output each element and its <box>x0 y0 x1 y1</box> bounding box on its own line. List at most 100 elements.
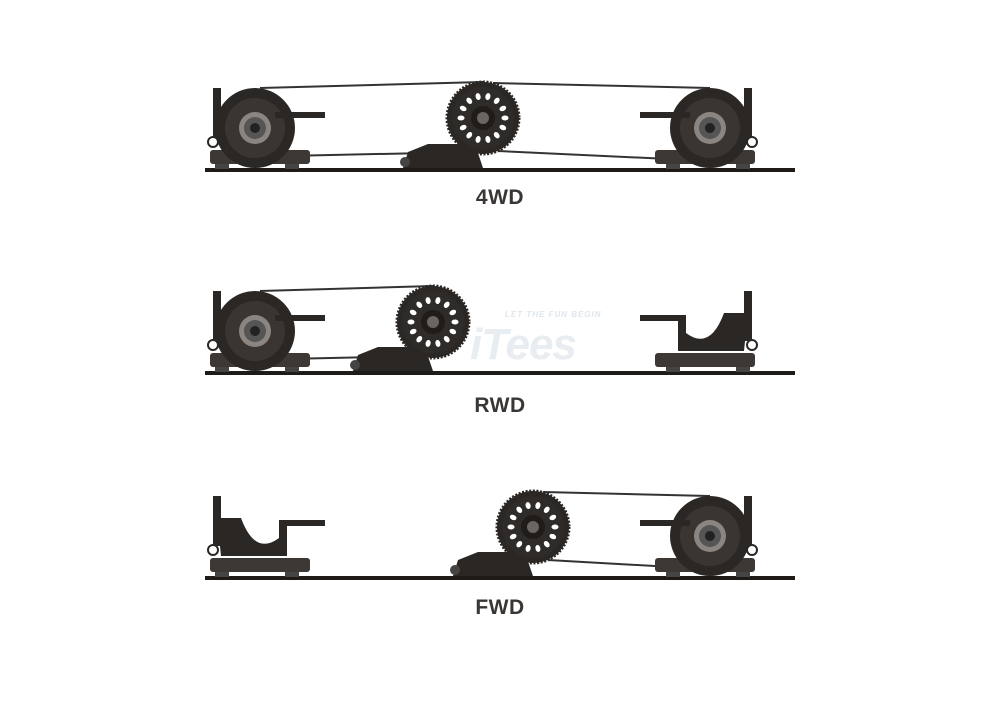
gear-hole <box>499 105 507 112</box>
gear-hole <box>425 339 431 347</box>
label-rwd: RWD <box>474 394 526 417</box>
empty-bulkhead <box>217 518 325 556</box>
gear-hole <box>493 132 500 139</box>
gear-hole <box>499 124 507 131</box>
gear-hole <box>535 544 541 552</box>
arm <box>640 520 690 526</box>
gear-hole <box>501 115 509 121</box>
gear-hole <box>449 328 457 335</box>
mount-bushing <box>450 565 460 575</box>
gear-hole <box>485 135 491 143</box>
chassis-plate <box>205 371 795 375</box>
gear-hole <box>407 319 415 325</box>
skid-foot <box>285 164 299 169</box>
hook-icon <box>207 544 219 556</box>
skid-foot <box>285 572 299 577</box>
arm <box>640 112 690 118</box>
gear-hole <box>416 301 423 308</box>
front-bulkhead <box>640 291 758 372</box>
front-bulkhead <box>640 88 758 169</box>
gear-hole <box>435 297 441 305</box>
front-belt-top <box>492 82 711 89</box>
rear-bulkhead <box>207 88 325 169</box>
panel-4wd <box>205 80 795 172</box>
skid-foot <box>215 367 229 372</box>
spur-gear <box>495 489 571 565</box>
gear-hole <box>507 524 515 530</box>
gear-hole <box>409 328 417 335</box>
skid-foot <box>736 164 750 169</box>
gear-hole <box>525 502 531 510</box>
arm <box>275 315 325 321</box>
rear-belt-top <box>259 81 484 89</box>
skid-block <box>655 353 755 367</box>
empty-bulkhead <box>640 313 748 351</box>
bearing-center <box>705 123 715 133</box>
gear-hole <box>551 524 559 530</box>
front-belt-top <box>542 491 711 497</box>
bulkhead-post <box>213 291 221 341</box>
skid-block <box>210 558 310 572</box>
mount-bushing <box>350 360 360 370</box>
panel-fwd <box>205 489 795 580</box>
gear-hole <box>425 297 431 305</box>
spur-gear <box>445 80 521 156</box>
skid-foot <box>285 367 299 372</box>
rear-bulkhead <box>207 291 325 372</box>
bulkhead-post <box>213 496 221 546</box>
bulkhead-post <box>744 496 752 546</box>
label-fwd: FWD <box>475 596 525 619</box>
spur-gear <box>395 284 471 360</box>
gear-hole <box>509 514 517 521</box>
skid-foot <box>666 572 680 577</box>
gear-hole <box>535 502 541 510</box>
arm <box>275 112 325 118</box>
gear-hole <box>549 514 557 521</box>
gear-axle <box>427 316 439 328</box>
gear-hole <box>475 93 481 101</box>
skid-foot <box>736 367 750 372</box>
gear-hole <box>466 97 473 104</box>
watermark-tagline: LET THE FUN BEGIN <box>505 310 602 319</box>
pulley <box>670 88 750 168</box>
chassis-plate <box>205 576 795 580</box>
skid-foot <box>215 164 229 169</box>
gear-hole <box>449 309 457 316</box>
panel-rwd <box>205 284 795 375</box>
bearing-center <box>705 531 715 541</box>
hook-icon <box>746 339 758 351</box>
gear-hole <box>525 544 531 552</box>
mount-bushing <box>400 157 410 167</box>
bulkhead-post <box>213 88 221 138</box>
gear-hole <box>457 115 465 121</box>
gear-hole <box>443 301 450 308</box>
label-4wd: 4WD <box>475 186 525 209</box>
gear-hole <box>509 533 517 540</box>
rear-bulkhead <box>207 496 325 577</box>
bulkhead-post <box>744 88 752 138</box>
skid-foot <box>736 572 750 577</box>
skid-foot <box>666 164 680 169</box>
skid-foot <box>666 367 680 372</box>
gear-axle <box>477 112 489 124</box>
pulley <box>215 291 295 371</box>
gear-hole <box>493 97 500 104</box>
chassis-plate <box>205 168 795 172</box>
gear-hole <box>543 541 550 548</box>
pulley <box>670 496 750 576</box>
gear-hole <box>466 132 473 139</box>
gear-hole <box>409 309 417 316</box>
rear-belt-top <box>259 285 434 292</box>
gear-hole <box>435 339 441 347</box>
gear-axle <box>527 521 539 533</box>
gear-hole <box>549 533 557 540</box>
watermark-brand: iTees <box>470 320 577 369</box>
gear-hole <box>459 124 467 131</box>
gear-hole <box>475 135 481 143</box>
bearing-center <box>250 326 260 336</box>
gear-hole <box>451 319 459 325</box>
gear-hole <box>485 93 491 101</box>
gear-hole <box>443 336 450 343</box>
bulkhead-post <box>744 291 752 341</box>
